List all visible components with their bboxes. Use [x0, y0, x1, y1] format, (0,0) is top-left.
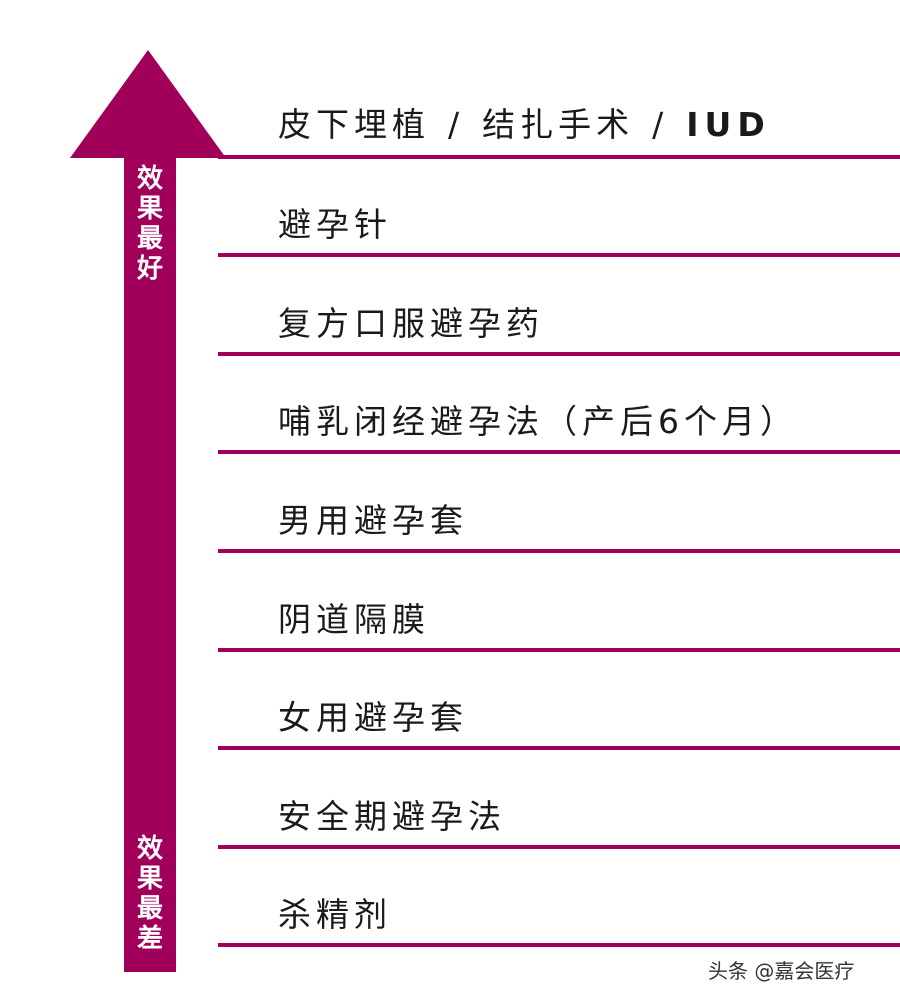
tier-1-label: 皮下埋植 / 结扎手术 / IUD: [278, 98, 771, 146]
tier-divider: [218, 648, 900, 652]
tier-divider: [218, 943, 900, 947]
label-least-effective-char: 果: [136, 864, 163, 894]
tier-6-label: 阴道隔膜: [278, 600, 430, 639]
tier-divider: [218, 155, 900, 159]
tier-1-separator-2: /: [652, 105, 669, 144]
label-most-effective: 效果最好: [124, 164, 176, 284]
tier-divider: [218, 746, 900, 750]
label-least-effective: 效果最差: [124, 834, 176, 954]
label-least-effective-char: 差: [136, 924, 163, 954]
arrow-shaft: [124, 157, 176, 972]
tier-divider: [218, 352, 900, 356]
tier-divider: [218, 845, 900, 849]
tier-8-label: 安全期避孕法: [278, 797, 506, 836]
tier-1-separator-1: /: [448, 105, 465, 144]
tier-divider: [218, 450, 900, 454]
label-most-effective-char: 好: [136, 254, 163, 284]
label-most-effective-char: 最: [136, 224, 163, 254]
tier-divider: [218, 253, 900, 257]
label-least-effective-char: 最: [136, 894, 163, 924]
label-least-effective-char: 效: [136, 834, 163, 864]
tier-5-label: 男用避孕套: [278, 501, 468, 540]
tier-4-label: 哺乳闭经避孕法（产后6个月）: [278, 402, 798, 441]
tier-1-part-iud: IUD: [686, 105, 771, 144]
label-most-effective-char: 效: [136, 164, 163, 194]
tier-1-part-implant: 皮下埋植: [278, 105, 430, 144]
tier-7-label: 女用避孕套: [278, 698, 468, 737]
tier-divider: [218, 549, 900, 553]
tier-1-part-sterilization: 结扎手术: [482, 105, 635, 144]
tier-3-label: 复方口服避孕药: [278, 304, 544, 343]
tier-9-label: 杀精剂: [278, 895, 392, 934]
label-most-effective-char: 果: [136, 194, 163, 224]
arrow-head: [70, 50, 226, 158]
watermark: 头条 @嘉会医疗: [708, 959, 855, 983]
tier-2-label: 避孕针: [278, 205, 392, 244]
